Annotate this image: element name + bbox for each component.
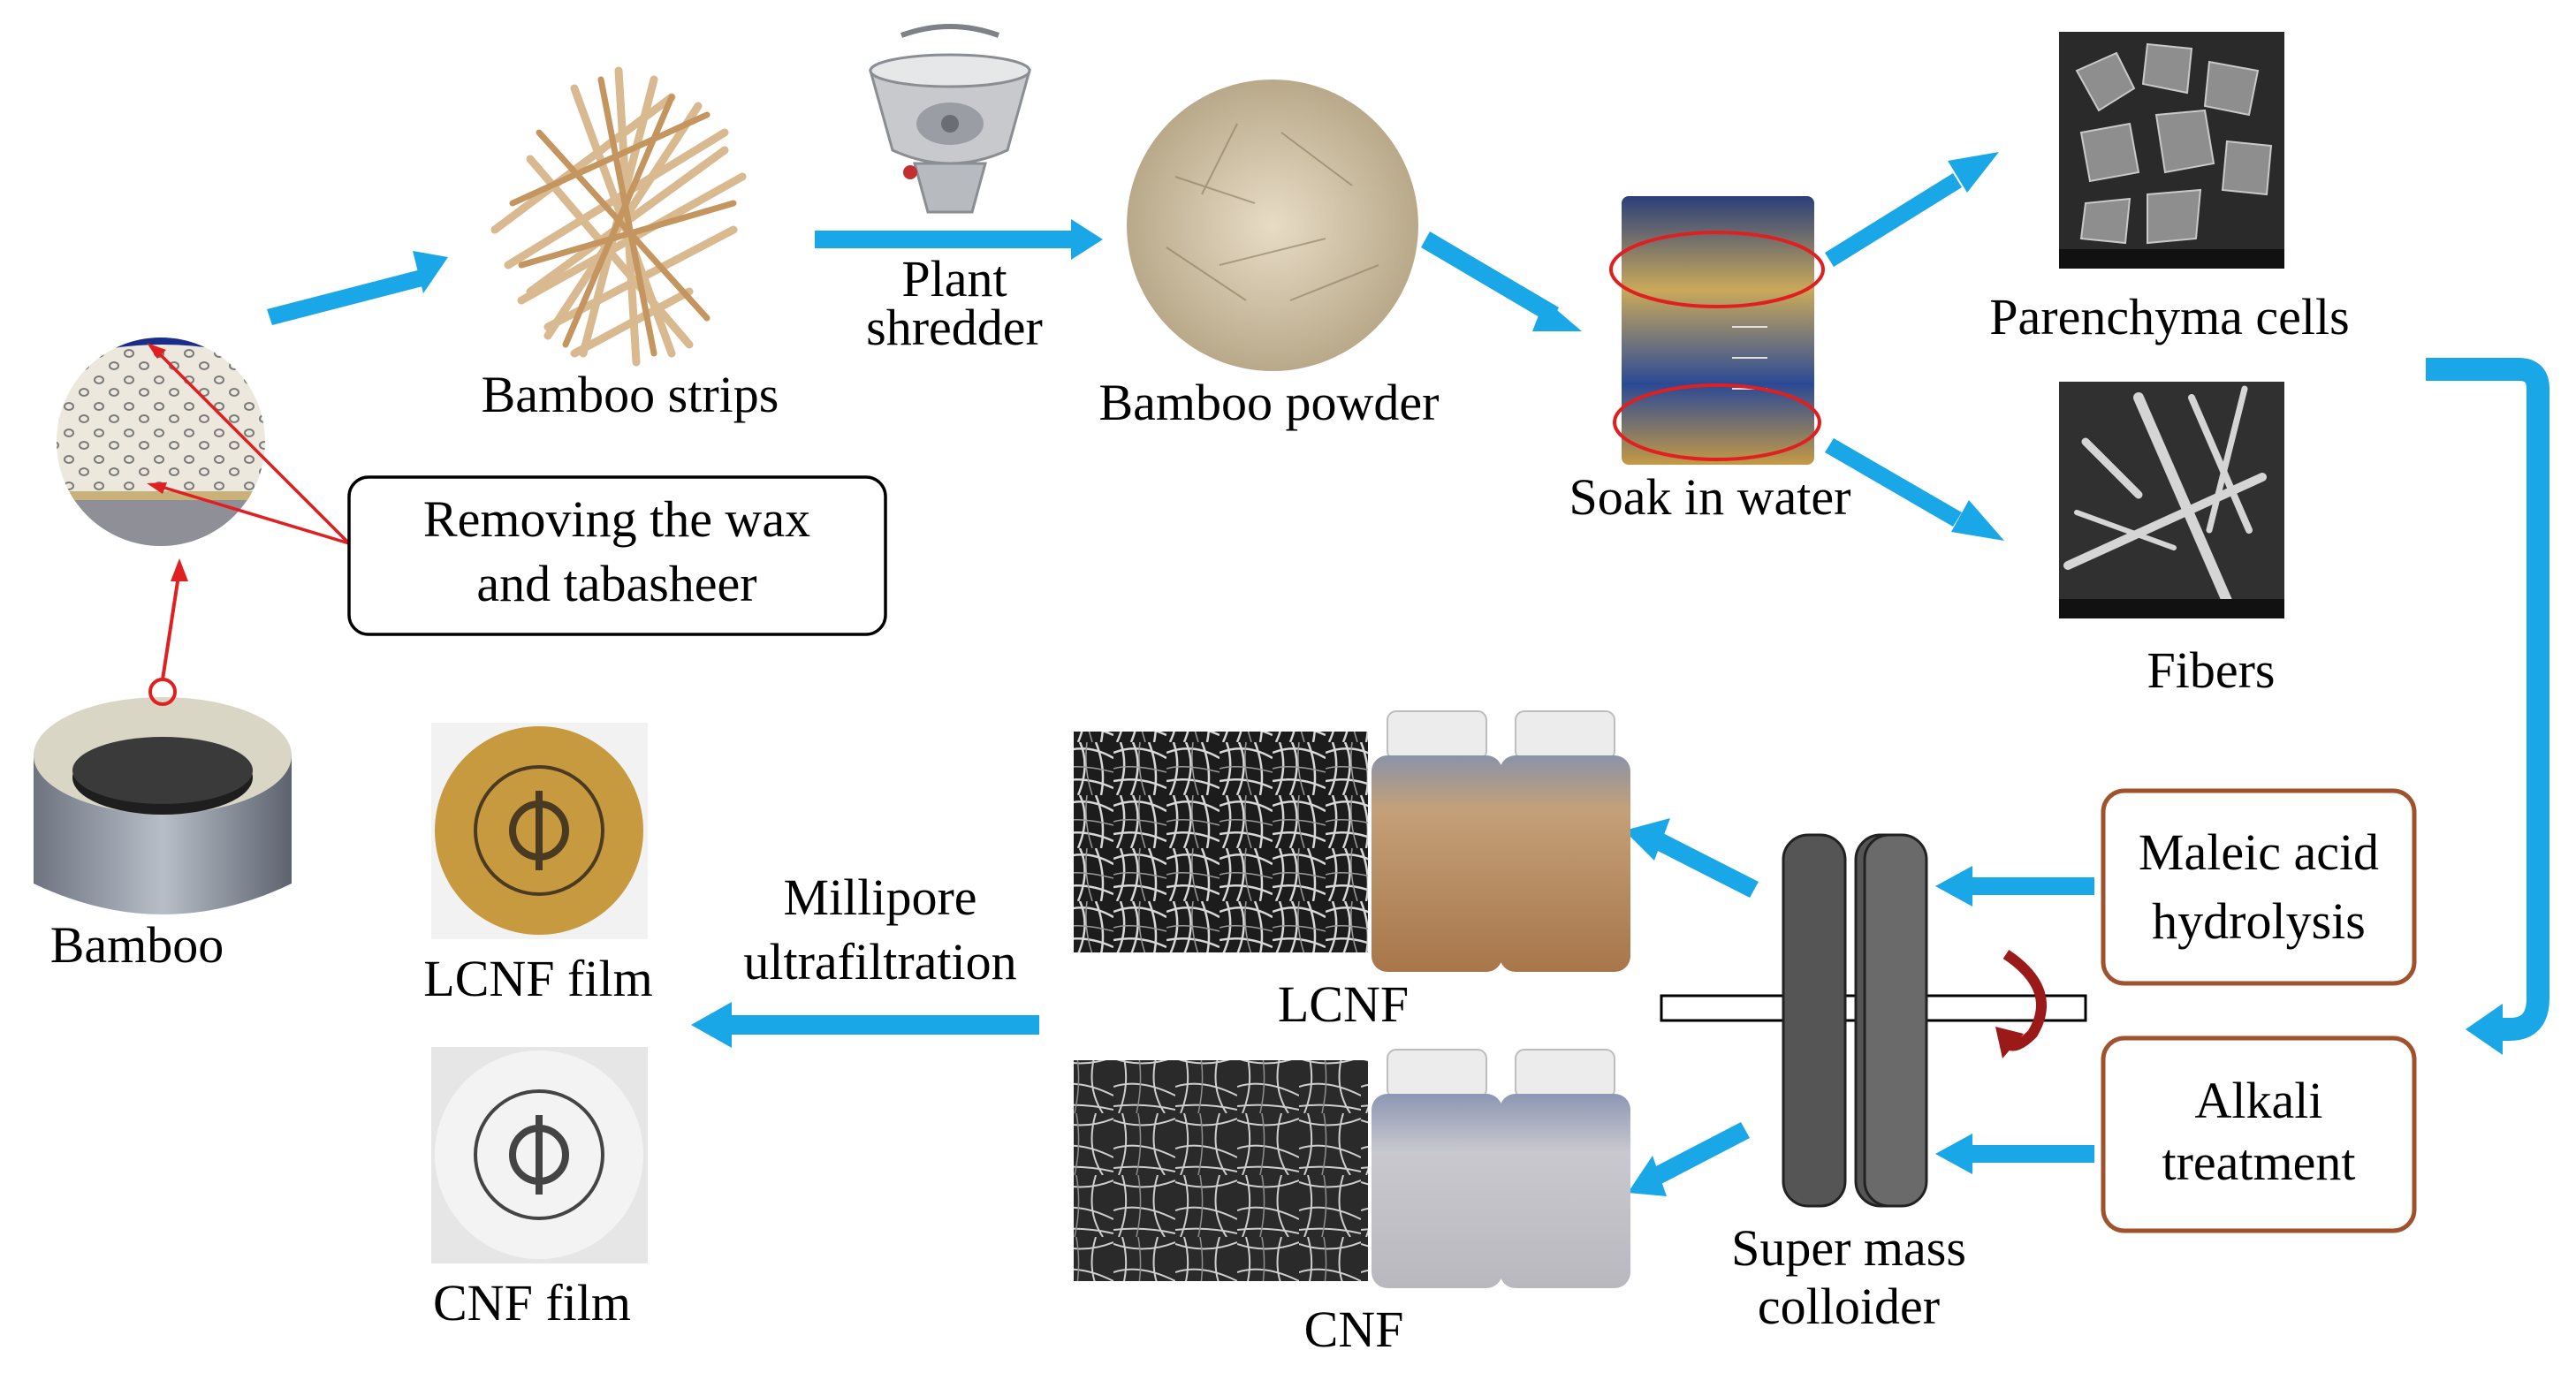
alkali-label-1: Alkali — [2195, 1072, 2323, 1129]
powder-icon — [1127, 80, 1418, 371]
callout-arrow-up — [161, 558, 188, 680]
bamboo-strips-label: Bamboo strips — [482, 366, 779, 423]
millipore-label-1: Millipore — [783, 869, 976, 926]
arrow-right-loop — [2426, 358, 2549, 1055]
beaker-icon — [1622, 196, 1814, 465]
arrow-to-parenchyma — [1825, 152, 1999, 267]
parenchyma-label: Parenchyma cells — [1989, 288, 2349, 345]
cnf-bottles-icon — [1372, 1049, 1630, 1288]
powder-texture — [1166, 123, 1379, 301]
alkali-label-2: treatment — [2162, 1134, 2355, 1191]
colloider-icon — [1660, 833, 2087, 1208]
arrow-alkali-to-colloider — [1935, 1134, 2094, 1174]
lcnf-film-label: LCNF film — [423, 950, 652, 1007]
millipore-label-2: ultrafiltration — [743, 933, 1016, 990]
fibers-label: Fibers — [2147, 641, 2276, 699]
removing-wax-label-1: Removing the wax — [423, 490, 810, 548]
cnf-sem-icon — [1074, 1060, 1368, 1281]
super-mass-label-1: Super mass — [1731, 1219, 1966, 1277]
lcnf-sem-icon — [1074, 732, 1368, 952]
bamboo-strips-icon — [490, 66, 747, 367]
arrow-to-cnf — [1628, 1122, 1750, 1196]
maleic-label-2: hydrolysis — [2152, 892, 2366, 950]
bamboo-ring-icon — [34, 697, 292, 914]
super-mass-label-2: colloider — [1758, 1278, 1940, 1335]
arrow-to-beaker — [1421, 231, 1582, 331]
shredder-icon — [869, 24, 1031, 214]
cnf-film-label: CNF film — [433, 1274, 631, 1331]
alkali-box: Alkali treatment — [2101, 1035, 2417, 1233]
cnf-film-icon — [431, 1047, 648, 1263]
removing-wax-label-2: and tabasheer — [476, 555, 756, 612]
bamboo-label: Bamboo — [50, 916, 224, 974]
maleic-acid-box: Maleic acid hydrolysis — [2101, 788, 2417, 986]
rotation-arrow-icon — [1995, 950, 2047, 1058]
fibers-sem-icon — [2059, 382, 2284, 618]
parenchyma-sem-icon — [2059, 32, 2284, 269]
lcnf-film-icon — [431, 723, 648, 939]
arrow-to-fibers — [1825, 438, 2004, 541]
arrow-maleic-to-colloider — [1935, 866, 2094, 906]
cnf-label: CNF — [1304, 1301, 1404, 1358]
soak-in-water-label: Soak in water — [1569, 468, 1851, 526]
bamboo-section-icon — [57, 338, 265, 546]
callout-lines — [154, 348, 351, 545]
lower-layer-ellipse — [1613, 383, 1821, 461]
arrow-millipore — [691, 1002, 1039, 1048]
lcnf-bottles-icon — [1372, 710, 1630, 972]
lcnf-label: LCNF — [1278, 975, 1409, 1033]
plant-shredder-label-1: Plant — [901, 250, 1007, 307]
removing-wax-box: Removing the wax and tabasheer — [347, 475, 887, 636]
maleic-label-1: Maleic acid — [2139, 823, 2379, 881]
upper-layer-ellipse — [1609, 231, 1825, 308]
arrow-to-strips — [267, 251, 448, 325]
arrow-to-lcnf — [1624, 818, 1759, 898]
bamboo-powder-label: Bamboo powder — [1099, 374, 1440, 431]
plant-shredder-label-2: shredder — [866, 299, 1043, 356]
arrow-to-powder — [815, 219, 1103, 260]
